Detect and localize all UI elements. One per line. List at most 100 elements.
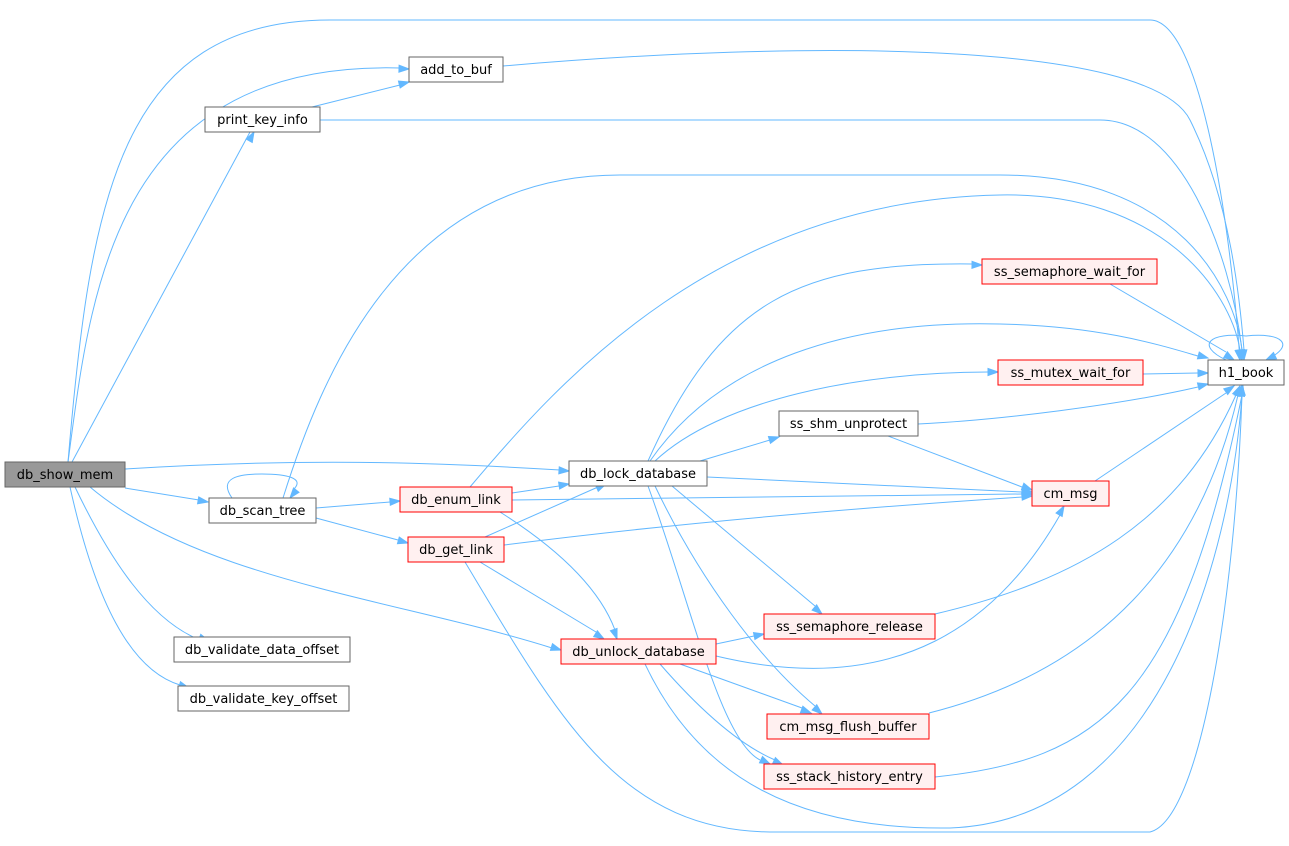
edge-line xyxy=(320,119,1243,351)
arrowhead xyxy=(1196,382,1210,391)
edge-line xyxy=(1208,334,1284,361)
node-label: db_validate_data_offset xyxy=(185,643,339,658)
edge-db_show_mem-to-db_unlock_database xyxy=(89,486,563,651)
edge-db_unlock_database-to-cm_msg_flush_buffer xyxy=(679,663,813,714)
edge-db_show_mem-to-add_to_buf xyxy=(67,64,411,463)
edge-line xyxy=(659,663,776,761)
arrowhead xyxy=(1055,504,1065,518)
node-label: ss_stack_history_entry xyxy=(776,770,923,785)
edge-db_scan_tree-to-db_scan_tree xyxy=(226,473,300,500)
edge-line xyxy=(1142,372,1199,375)
node-db-unlock-database[interactable]: db_unlock_database xyxy=(560,638,717,665)
edge-db_scan_tree-to-db_get_link xyxy=(315,517,410,545)
arrowhead xyxy=(398,64,411,73)
edge-line xyxy=(647,263,973,462)
node-label: h1_book xyxy=(1219,366,1274,381)
node-add-to-buf[interactable]: add_to_buf xyxy=(408,56,504,83)
edge-cm_msg_flush_buffer-to-h1_book xyxy=(928,384,1242,714)
edge-db_lock_database-to-ss_stack_history_entry xyxy=(647,485,772,765)
arrowhead xyxy=(397,80,411,89)
edge-line xyxy=(934,394,1237,615)
edge-db_lock_database-to-ss_semaphore_release xyxy=(671,485,824,615)
node-cm-msg-flush-buffer[interactable]: cm_msg_flush_buffer xyxy=(766,713,930,740)
edge-line xyxy=(654,485,816,707)
edge-db_scan_tree-to-h1_book xyxy=(282,174,1246,499)
edge-line xyxy=(887,435,1023,488)
node-print-key-info[interactable]: print_key_info xyxy=(204,106,321,133)
node-box xyxy=(997,359,1144,386)
node-box xyxy=(560,638,717,665)
node-ss-stack-history-entry[interactable]: ss_stack_history_entry xyxy=(763,763,936,790)
node-box xyxy=(407,536,505,563)
arrowhead xyxy=(609,627,618,641)
node-cm-msg[interactable]: cm_msg xyxy=(1031,480,1110,507)
node-db-validate-data-offset[interactable]: db_validate_data_offset xyxy=(173,636,351,663)
edge-line xyxy=(1094,392,1227,482)
arrowhead xyxy=(558,466,571,475)
edge-add_to_buf-to-h1_book xyxy=(502,50,1248,362)
node-box xyxy=(208,497,317,524)
edges-layer xyxy=(67,19,1284,833)
node-ss-mutex-wait-for[interactable]: ss_mutex_wait_for xyxy=(997,359,1144,386)
nodes-layer: db_show_mem add_to_buf print_key_info h1_bo… xyxy=(4,56,1285,790)
arrowhead xyxy=(196,496,210,505)
edge-db_lock_database-to-cm_msg xyxy=(706,476,1034,496)
edge-ss_stack_history_entry-to-h1_book xyxy=(934,384,1246,778)
edge-line xyxy=(124,461,561,471)
node-ss-shm-unprotect[interactable]: ss_shm_unprotect xyxy=(778,410,919,437)
edge-line xyxy=(503,496,1023,546)
node-db-get-link[interactable]: db_get_link xyxy=(407,536,505,563)
edge-cm_msg-to-h1_book xyxy=(1094,385,1236,482)
arrowhead xyxy=(1196,351,1210,360)
edge-line xyxy=(71,131,251,463)
edge-line xyxy=(67,67,401,463)
arrowhead xyxy=(1021,492,1034,501)
edge-db_get_link-to-cm_msg xyxy=(503,492,1034,546)
node-ss-semaphore-wait-for[interactable]: ss_semaphore_wait_for xyxy=(981,258,1158,285)
node-db-enum-link[interactable]: db_enum_link xyxy=(399,486,513,513)
arrowhead xyxy=(1264,351,1278,361)
edge-line xyxy=(469,194,1241,488)
edge-line xyxy=(479,561,597,633)
arrowhead xyxy=(389,497,402,507)
edge-db_lock_database-to-h1_book xyxy=(649,323,1210,462)
node-h1-book[interactable]: h1_book xyxy=(1207,359,1285,386)
arrowhead xyxy=(799,705,813,714)
edge-db_scan_tree-to-db_enum_link xyxy=(315,497,402,509)
node-ss-semaphore-release[interactable]: ss_semaphore_release xyxy=(763,613,936,640)
arrowhead xyxy=(1197,368,1210,378)
edge-line xyxy=(917,386,1199,425)
edge-line xyxy=(715,635,755,645)
node-label: db_show_mem xyxy=(17,468,113,483)
edge-ss_semaphore_wait_for-to-h1_book xyxy=(1109,283,1236,361)
edge-line xyxy=(67,19,1241,463)
arrowhead xyxy=(289,487,300,500)
edge-db_lock_database-to-ss_semaphore_wait_for xyxy=(647,260,984,462)
edge-print_key_info-to-add_to_buf xyxy=(311,80,411,108)
edge-line xyxy=(502,50,1245,351)
node-label: print_key_info xyxy=(217,113,308,128)
edge-line xyxy=(464,394,1243,833)
edge-ss_mutex_wait_for-to-h1_book xyxy=(1142,368,1210,378)
node-box xyxy=(778,410,919,437)
edge-db_enum_link-to-db_lock_database xyxy=(511,481,571,494)
node-box xyxy=(408,56,504,83)
edge-line xyxy=(644,394,1243,829)
node-db-lock-database[interactable]: db_lock_database xyxy=(568,460,708,487)
edge-line xyxy=(282,174,1243,499)
edge-line xyxy=(499,511,616,631)
edge-db_unlock_database-to-h1_book xyxy=(644,383,1246,829)
node-label: db_unlock_database xyxy=(572,645,705,660)
node-db-show-mem[interactable]: db_show_mem xyxy=(4,461,126,488)
arrowhead xyxy=(557,481,571,490)
node-label: ss_semaphore_release xyxy=(776,620,923,635)
arrowhead xyxy=(987,367,1000,377)
edge-ss_shm_unprotect-to-cm_msg xyxy=(887,435,1034,491)
node-db-scan-tree[interactable]: db_scan_tree xyxy=(208,497,317,524)
edge-line xyxy=(311,84,401,108)
node-db-validate-key-offset[interactable]: db_validate_key_offset xyxy=(177,685,350,712)
edge-line xyxy=(654,371,989,462)
arrowhead xyxy=(1222,385,1236,396)
edge-db_show_mem-to-print_key_info xyxy=(71,130,255,463)
